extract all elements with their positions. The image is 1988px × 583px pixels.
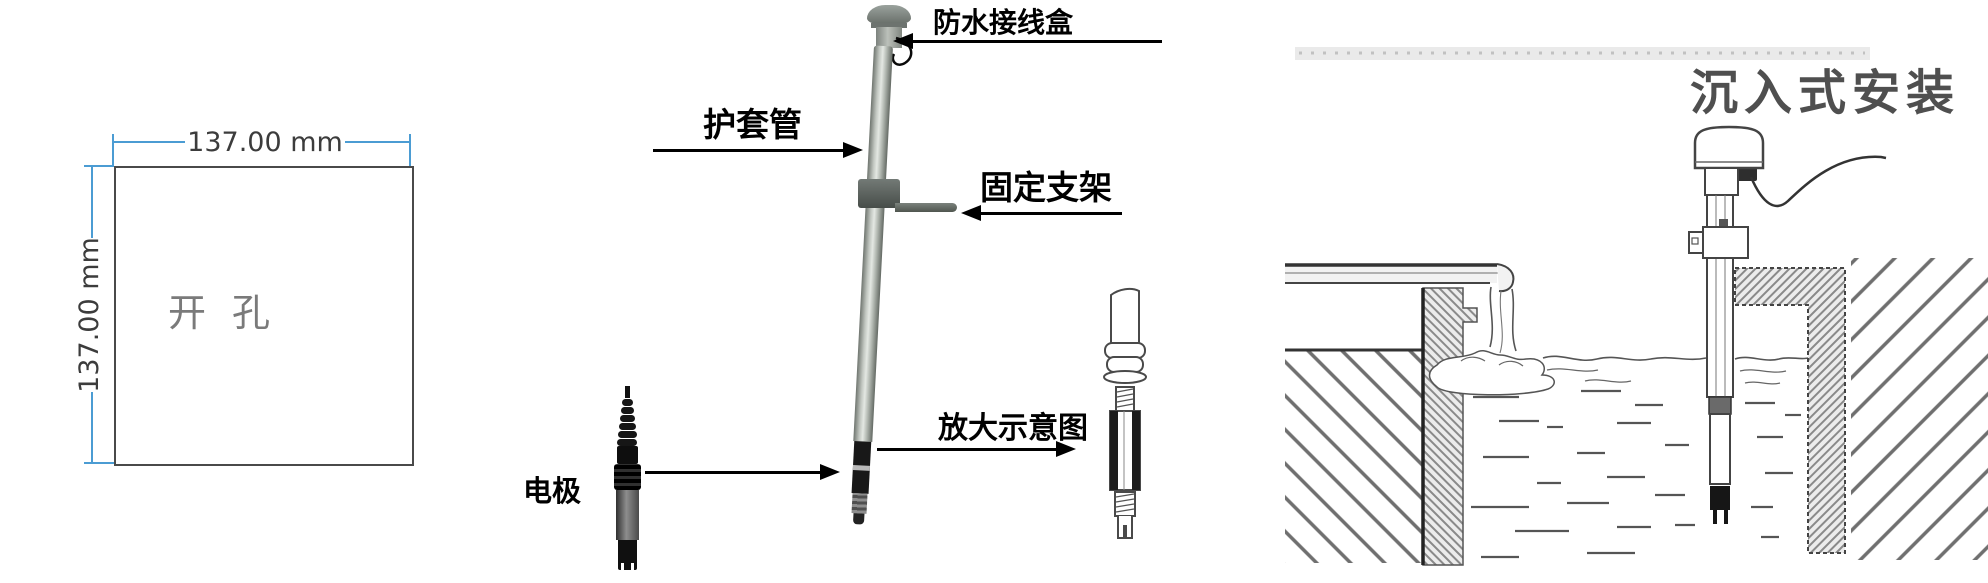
pole-tip [852,513,865,525]
left-tank-wall [1421,287,1478,566]
right-ground [1851,258,1988,560]
sensor-electrode-body [1709,413,1731,485]
cutout-area-label: 开孔 [168,291,297,335]
arrow-line-enlarged-view [877,448,1056,451]
enlarged-side-bar [1132,411,1140,490]
sensor-bracket [1702,226,1749,259]
enlarged-thread-hatch [1115,388,1135,513]
left-ground [1285,348,1423,563]
probe-rib [618,423,636,430]
bracket-label: 固定支架 [980,168,1112,207]
arrow-head-bracket [961,205,981,221]
water-stream [1489,286,1517,354]
arrow-line-sheath-tube [653,149,843,152]
electrode-probe [610,386,644,572]
dimension-tick [84,165,100,167]
probe-rib [617,439,637,446]
probe-notch [620,563,624,570]
enlarged-ring [1104,342,1146,359]
dimension-tick [84,462,100,464]
arrow-head-junction-box [893,33,913,49]
arrow-head-sheath-tube [843,142,863,158]
launder-channel [1285,263,1515,293]
water-surface [1542,355,1809,385]
water-splash [1428,350,1555,396]
probe-rib [620,407,634,414]
submerged-sensor [1688,125,1887,524]
junction-box-cap [867,5,911,25]
electrode-label: 电极 [523,474,582,508]
enlarged-view-label: 放大示意图 [938,411,1088,446]
installation-scene [1285,47,1988,566]
sensor-bracket-tab [1688,231,1704,254]
junction-box-rim [871,23,907,28]
pole-band [852,464,871,471]
extension-line [409,136,411,166]
probe-rib [617,431,637,438]
arrow-line-electrode [645,471,820,474]
sensor-electrode-tip [1710,486,1730,510]
dimension-tick [409,134,411,150]
probe-tip [617,540,637,570]
pole-tube [853,45,893,442]
enlarged-base-rim [1103,370,1147,384]
probe-rib [621,399,633,406]
arrow-line-junction-box [912,40,1162,43]
right-tank-wall [1734,267,1846,554]
pole-electrode-section [851,441,872,494]
dimension-tick [112,134,114,150]
junction-box-label: 防水接线盒 [933,6,1074,39]
probe-cable [624,386,630,398]
enlarged-electrode-drawing [1103,287,1147,539]
sheath-tube-label: 护套管 [703,105,802,144]
installation-title: 沉入式安装 [1690,65,1961,121]
dimension-line-top [345,141,411,143]
probe-collar [613,464,641,490]
arrow-line-bracket [980,212,1122,215]
sensor-bolt [1719,219,1728,227]
arrow-head-electrode [820,464,840,480]
sheath-tube-pole [849,45,893,525]
probe-notch [630,563,634,570]
probe-rib [619,415,635,422]
sensor-cable [1749,155,1887,208]
dimension-line-left [91,392,93,463]
cutout-square [114,166,414,466]
sensor-fitting [1708,396,1732,415]
cutout-height-label: 137.00 mm [74,237,105,393]
cutout-width-label: 137.00 mm [187,127,343,158]
enlarged-fork-tip [1117,516,1133,539]
extension-line [112,136,114,166]
fixing-bracket-bar [895,203,957,212]
pole-collar [851,492,868,514]
water-ripples [1471,389,1801,559]
sensor-cap [1693,125,1765,170]
fixing-bracket-clamp [858,179,900,208]
probe-body [615,490,639,540]
probe-connector [616,446,638,464]
dimension-line-left [91,166,93,238]
enlarged-side-bar [1110,411,1118,490]
scan-artifact-band [1295,47,1870,60]
enlarged-tube [1110,287,1140,345]
enlarged-ring [1106,356,1144,373]
arrow-head-enlarged-view [1056,441,1076,457]
dimension-line-top [113,141,185,143]
launder-lip [1496,263,1515,293]
sensor-neck [1704,167,1739,196]
